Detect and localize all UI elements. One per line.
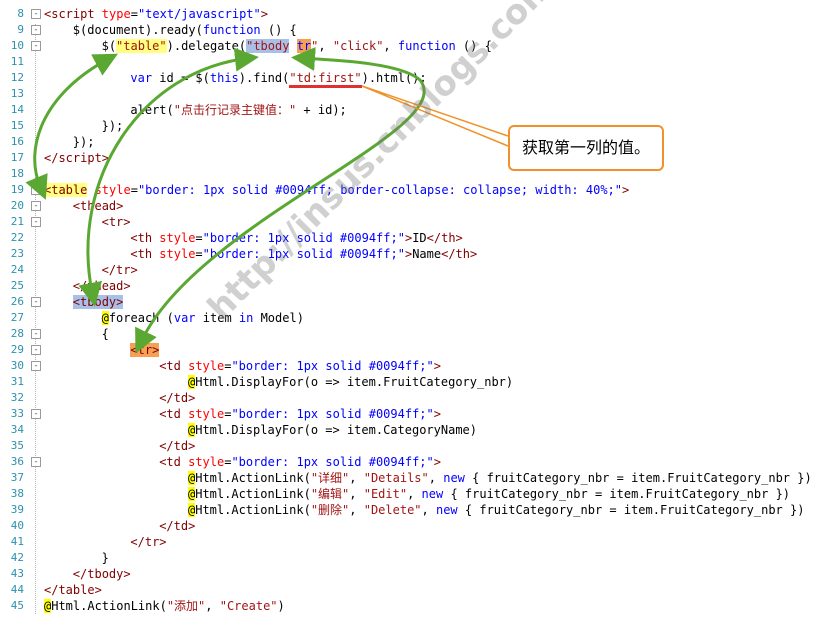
arrow-table — [25, 53, 118, 200]
arrow-tr — [135, 47, 426, 354]
code-text: <td style="border: 1px solid #0094ff;"> — [159, 359, 441, 373]
code-text: </td> — [159, 519, 196, 533]
line-number: 34 — [10, 423, 24, 436]
code-text: <td style="border: 1px solid #0094ff;"> — [159, 407, 441, 421]
line-number: 39 — [10, 503, 24, 516]
line-number: 31 — [10, 375, 24, 388]
code-text: <script type="text/javascript"> — [44, 7, 268, 21]
line-number: 12 — [10, 71, 24, 84]
code-text: @Html.ActionLink("添加", "Create") — [44, 599, 285, 613]
fold-toggle-icon[interactable]: - — [31, 9, 41, 19]
line-number: 45 — [10, 599, 24, 612]
code-text: @Html.DisplayFor(o => item.CategoryName) — [188, 423, 477, 437]
fold-toggle-icon[interactable]: - — [31, 409, 41, 419]
line-number: 23 — [10, 247, 24, 260]
line-number: 24 — [10, 263, 24, 276]
line-number: 37 — [10, 471, 24, 484]
code-text: </tbody> — [72, 567, 131, 581]
line-number: 19 — [10, 183, 24, 196]
code-text: </td> — [159, 439, 196, 453]
line-number: 33 — [10, 407, 24, 420]
code-text: </table> — [44, 583, 102, 597]
line-number: 44 — [10, 583, 24, 596]
line-number: 29 — [10, 343, 24, 356]
line-number: 28 — [10, 327, 24, 340]
line-number: 40 — [10, 519, 24, 532]
line-number: 43 — [10, 567, 24, 580]
code-text: @Html.ActionLink("删除", "Delete", new { f… — [188, 503, 805, 517]
code-text: </td> — [159, 391, 196, 405]
line-number: 32 — [10, 391, 24, 404]
code-text: } — [101, 551, 109, 565]
line-number: 18 — [10, 167, 24, 180]
arrow-tbody — [78, 47, 259, 307]
line-number: 42 — [10, 551, 24, 564]
line-number: 20 — [10, 199, 24, 212]
line-number: 27 — [10, 311, 24, 324]
code-text: <td style="border: 1px solid #0094ff;"> — [159, 455, 441, 469]
code-text: </tr> — [130, 535, 167, 549]
line-number: 25 — [10, 279, 24, 292]
fold-toggle-icon[interactable]: - — [31, 329, 41, 339]
line-number: 8 — [17, 7, 24, 20]
code-text: @Html.ActionLink("编辑", "Edit", new { fru… — [188, 487, 791, 501]
code-text: @Html.ActionLink("详细", "Details", new { … — [188, 471, 812, 485]
fold-toggle-icon[interactable]: - — [31, 201, 41, 211]
line-number: 36 — [10, 455, 24, 468]
code-text: @Html.DisplayFor(o => item.FruitCategory… — [188, 375, 514, 389]
line-number: 21 — [10, 215, 24, 228]
line-number: 22 — [10, 231, 24, 244]
line-number: 13 — [10, 87, 24, 100]
fold-toggle-icon[interactable]: - — [31, 297, 41, 307]
line-number: 17 — [10, 151, 24, 164]
fold-toggle-icon[interactable]: - — [31, 361, 41, 371]
fold-toggle-icon[interactable]: - — [31, 345, 41, 355]
fold-toggle-icon[interactable]: - — [31, 41, 41, 51]
line-number: 41 — [10, 535, 24, 548]
line-number: 14 — [10, 103, 24, 116]
line-number: 26 — [10, 295, 24, 308]
fold-guide-line — [35, 24, 36, 614]
line-number: 30 — [10, 359, 24, 372]
line-number: 11 — [10, 55, 24, 68]
callout-box: 获取第一列的值。 — [508, 125, 664, 171]
callout-pointer — [361, 85, 509, 147]
fold-toggle-icon[interactable]: - — [31, 457, 41, 467]
line-number: 38 — [10, 487, 24, 500]
line-number: 16 — [10, 135, 24, 148]
code-text: $(document).ready(function () { — [72, 23, 297, 37]
code-text: { — [101, 327, 109, 341]
line-number: 15 — [10, 119, 24, 132]
line-number: 10 — [10, 39, 24, 52]
fold-toggle-icon[interactable]: - — [31, 217, 41, 227]
fold-toggle-icon[interactable]: - — [31, 25, 41, 35]
line-number: 9 — [17, 23, 24, 36]
line-number: 35 — [10, 439, 24, 452]
